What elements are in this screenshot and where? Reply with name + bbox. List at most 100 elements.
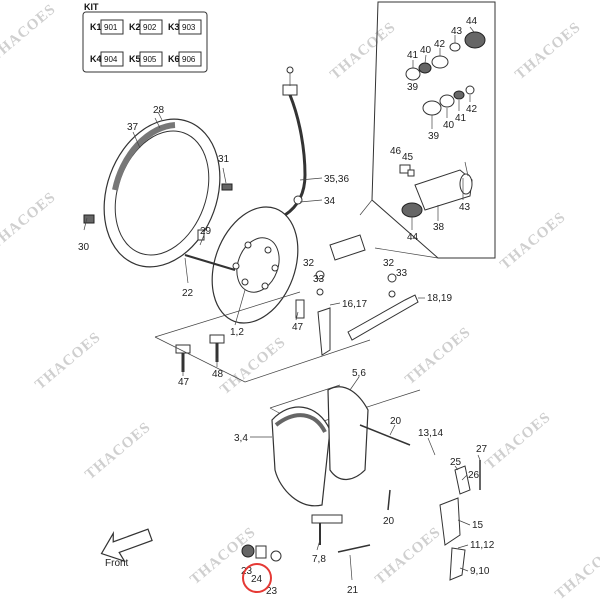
kit-code-box xyxy=(139,51,163,67)
kit-table: KIT K1 901 K2 902 K3 903 K4 904 K5 905 K… xyxy=(82,2,208,73)
callout: 28 xyxy=(153,105,165,116)
assembly-frame xyxy=(154,291,421,428)
callout: 42 xyxy=(466,104,478,115)
kit-title: KIT xyxy=(84,2,99,12)
watermark: THACOES xyxy=(497,209,569,273)
kit-code-box xyxy=(178,19,202,35)
backing-plate xyxy=(211,206,299,324)
lower-hardware xyxy=(241,424,481,581)
lever-16-17 xyxy=(317,307,331,356)
kit-code: 901 xyxy=(104,23,118,32)
washer-23b xyxy=(270,550,282,562)
parking-cable xyxy=(282,66,307,217)
spring-20b xyxy=(387,489,391,511)
callout: 32 xyxy=(383,258,395,269)
kit-label: K6 xyxy=(168,54,180,64)
callout: 44 xyxy=(407,232,419,243)
highlight-label: 24 xyxy=(251,574,263,585)
callout: 9,10 xyxy=(470,566,490,577)
callout: 13,14 xyxy=(418,428,443,439)
boot-part xyxy=(422,100,442,116)
kit-label: K5 xyxy=(129,54,141,64)
highlight-circle[interactable] xyxy=(242,563,272,593)
callout-labels: 28 37 31 30 29 22 35,36 34 32 33 32 33 1… xyxy=(78,16,495,597)
callout: 45 xyxy=(402,152,414,163)
callout: 42 xyxy=(434,39,446,50)
watermark: THACOES xyxy=(0,1,59,65)
callout: 47 xyxy=(292,322,304,333)
kit-code: 902 xyxy=(143,23,157,32)
kit-label: K4 xyxy=(90,54,102,64)
watermark: THACOES xyxy=(402,324,474,388)
piston-part xyxy=(439,94,455,108)
kit-code: 903 xyxy=(182,23,196,32)
callout: 21 xyxy=(347,585,359,596)
callout: 48 xyxy=(212,369,224,380)
bolt-31 xyxy=(221,183,233,191)
callout: 29 xyxy=(200,226,212,237)
wheel-cylinder-inset xyxy=(359,1,496,259)
piston-part xyxy=(431,55,449,69)
callout: 18,19 xyxy=(427,293,452,304)
callout: 35,36 xyxy=(324,174,349,185)
kit-label: K3 xyxy=(168,22,180,32)
callout: 23 xyxy=(266,586,278,597)
callout: 44 xyxy=(466,16,478,27)
callout: 30 xyxy=(78,242,90,253)
boot-part xyxy=(405,67,421,81)
callout: 46 xyxy=(390,146,402,157)
callout: 43 xyxy=(451,26,463,37)
spring-24 xyxy=(255,545,267,559)
strut-18-19 xyxy=(347,294,419,341)
callout: 37 xyxy=(127,122,139,133)
callout: 11,12 xyxy=(470,540,495,551)
callout: 39 xyxy=(428,131,440,142)
callout: 3,4 xyxy=(234,433,248,444)
callout: 31 xyxy=(218,154,230,165)
watermark: THACOES xyxy=(482,409,554,473)
pin-7-8 xyxy=(311,514,343,524)
callout: 16,17 xyxy=(342,299,367,310)
callout: 40 xyxy=(443,120,455,131)
callout: 1,2 xyxy=(230,327,244,338)
front-label: Front xyxy=(105,558,129,569)
watermark: THACOES xyxy=(327,19,399,83)
kit-label: K1 xyxy=(90,22,102,32)
highlighted-callout[interactable]: 24 xyxy=(242,563,272,593)
watermark: THACOES xyxy=(512,19,584,83)
callout: 39 xyxy=(407,82,419,93)
callout: 34 xyxy=(324,196,336,207)
brake-shoes xyxy=(271,386,369,507)
callout: 41 xyxy=(455,113,467,124)
watermark: THACOES xyxy=(372,524,444,588)
ring-part xyxy=(449,42,461,52)
callout: 22 xyxy=(182,288,194,299)
seal-cap-part xyxy=(401,202,423,218)
spring-20 xyxy=(359,424,411,446)
callout: 15 xyxy=(472,520,484,531)
bolt-47 xyxy=(295,299,305,319)
callout: 32 xyxy=(303,258,315,269)
callout: 41 xyxy=(407,50,419,61)
callout: 47 xyxy=(178,377,190,388)
watermark: THACOES xyxy=(552,539,600,600)
lever-15 xyxy=(439,497,461,546)
leader-lines xyxy=(83,111,481,581)
brake-drum xyxy=(103,117,221,268)
adjuster-25 xyxy=(454,465,471,495)
callout: 23 xyxy=(241,566,253,577)
spring-21 xyxy=(337,544,371,553)
cylinder-end-part xyxy=(459,173,473,195)
watermark: THACOES xyxy=(0,189,59,253)
upper-hardware xyxy=(83,183,419,372)
ring-part xyxy=(465,85,475,95)
callout: 43 xyxy=(459,202,471,213)
kit-code: 904 xyxy=(104,55,118,64)
kit-label: K2 xyxy=(129,22,141,32)
bolt-48 xyxy=(209,334,225,344)
callout: 20 xyxy=(383,516,395,527)
kit-code-box xyxy=(178,51,202,67)
front-arrow: Front xyxy=(100,528,153,569)
kit-code-box xyxy=(100,51,124,67)
